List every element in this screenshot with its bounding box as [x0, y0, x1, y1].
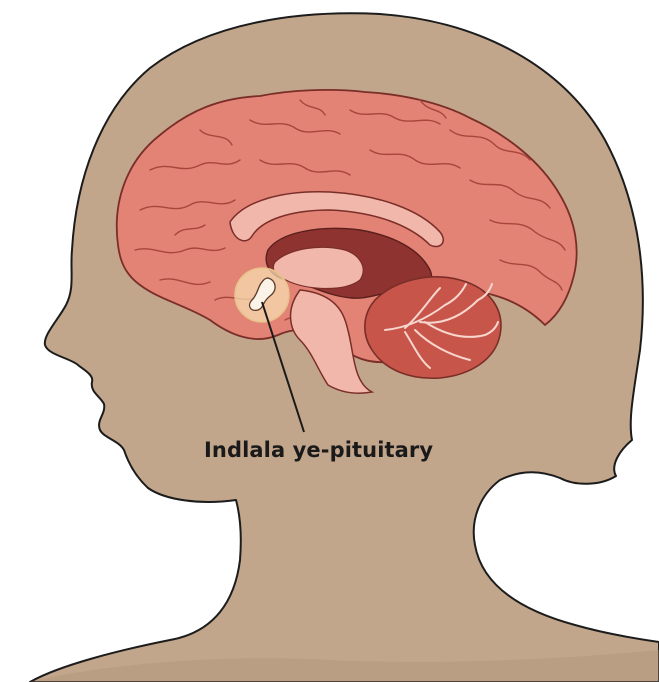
pituitary-label: Indlala ye-pituitary: [204, 438, 433, 462]
